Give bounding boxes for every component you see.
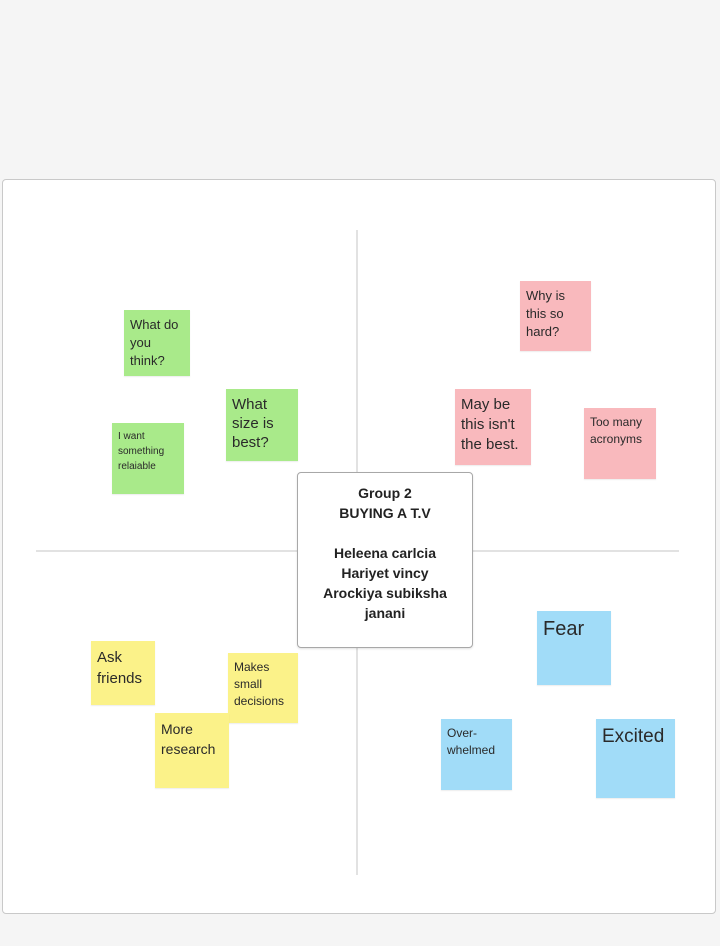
- note-text: hard?: [526, 324, 560, 339]
- note-text: Why is: [526, 288, 565, 303]
- note-text: Makes: [234, 660, 270, 674]
- sticky-note-too-many[interactable]: Too many acronyms: [584, 408, 656, 479]
- note-text: More: [161, 721, 193, 737]
- sticky-note-more-research[interactable]: More research: [155, 713, 229, 788]
- center-line-1: Group 2: [358, 485, 412, 501]
- note-text: whelmed: [447, 743, 496, 757]
- sticky-note-what-size[interactable]: What size is best?: [226, 389, 298, 461]
- note-text: Too many: [590, 415, 643, 429]
- note-text: think?: [130, 353, 165, 368]
- center-line-2: BUYING A T.V: [339, 505, 431, 521]
- sticky-note-excited[interactable]: Excited: [596, 719, 675, 798]
- sticky-note-overwhelmed[interactable]: Over- whelmed: [441, 719, 512, 790]
- note-text: best?: [232, 434, 269, 451]
- center-line-5: Hariyet vincy: [341, 565, 429, 581]
- note-text: Ask: [97, 649, 123, 666]
- note-text: What: [232, 396, 268, 413]
- center-gap: [298, 523, 472, 543]
- sticky-note-makes-small[interactable]: Makes small decisions: [228, 653, 298, 723]
- center-card[interactable]: Group 2 BUYING A T.V Heleena carlcia Har…: [297, 472, 473, 648]
- note-text: size is: [232, 415, 274, 432]
- note-text: What do: [130, 317, 179, 332]
- note-text: friends: [97, 670, 143, 687]
- note-text: acronyms: [590, 432, 643, 446]
- sticky-note-ask-friends[interactable]: Ask friends: [91, 641, 155, 705]
- center-line-6: Arockiya subiksha: [323, 585, 447, 601]
- note-text: the best.: [461, 436, 519, 453]
- sticky-note-i-want-reliable[interactable]: I want something relaiable: [112, 423, 184, 494]
- center-line-7: janani: [364, 605, 406, 621]
- sticky-note-may-be[interactable]: May be this isn't the best.: [455, 389, 531, 465]
- note-text: I want: [118, 431, 145, 442]
- note-text: this isn't: [461, 416, 515, 433]
- note-text: May be: [461, 396, 511, 413]
- sticky-note-fear[interactable]: Fear: [537, 611, 611, 685]
- sticky-note-why-hard[interactable]: Why is this so hard?: [520, 281, 591, 351]
- note-text: small: [234, 677, 263, 691]
- note-text: decisions: [234, 694, 285, 708]
- note-text: you: [130, 335, 151, 350]
- note-text: Fear: [543, 618, 585, 640]
- note-text: this so: [526, 306, 564, 321]
- center-line-4: Heleena carlcia: [334, 545, 436, 561]
- note-text: Over-: [447, 726, 477, 740]
- note-text: Excited: [602, 726, 665, 747]
- note-text: research: [161, 741, 216, 757]
- note-text: relaiable: [118, 461, 156, 472]
- note-text: something: [118, 446, 165, 457]
- sticky-note-what-do-you-think[interactable]: What do you think?: [124, 310, 190, 376]
